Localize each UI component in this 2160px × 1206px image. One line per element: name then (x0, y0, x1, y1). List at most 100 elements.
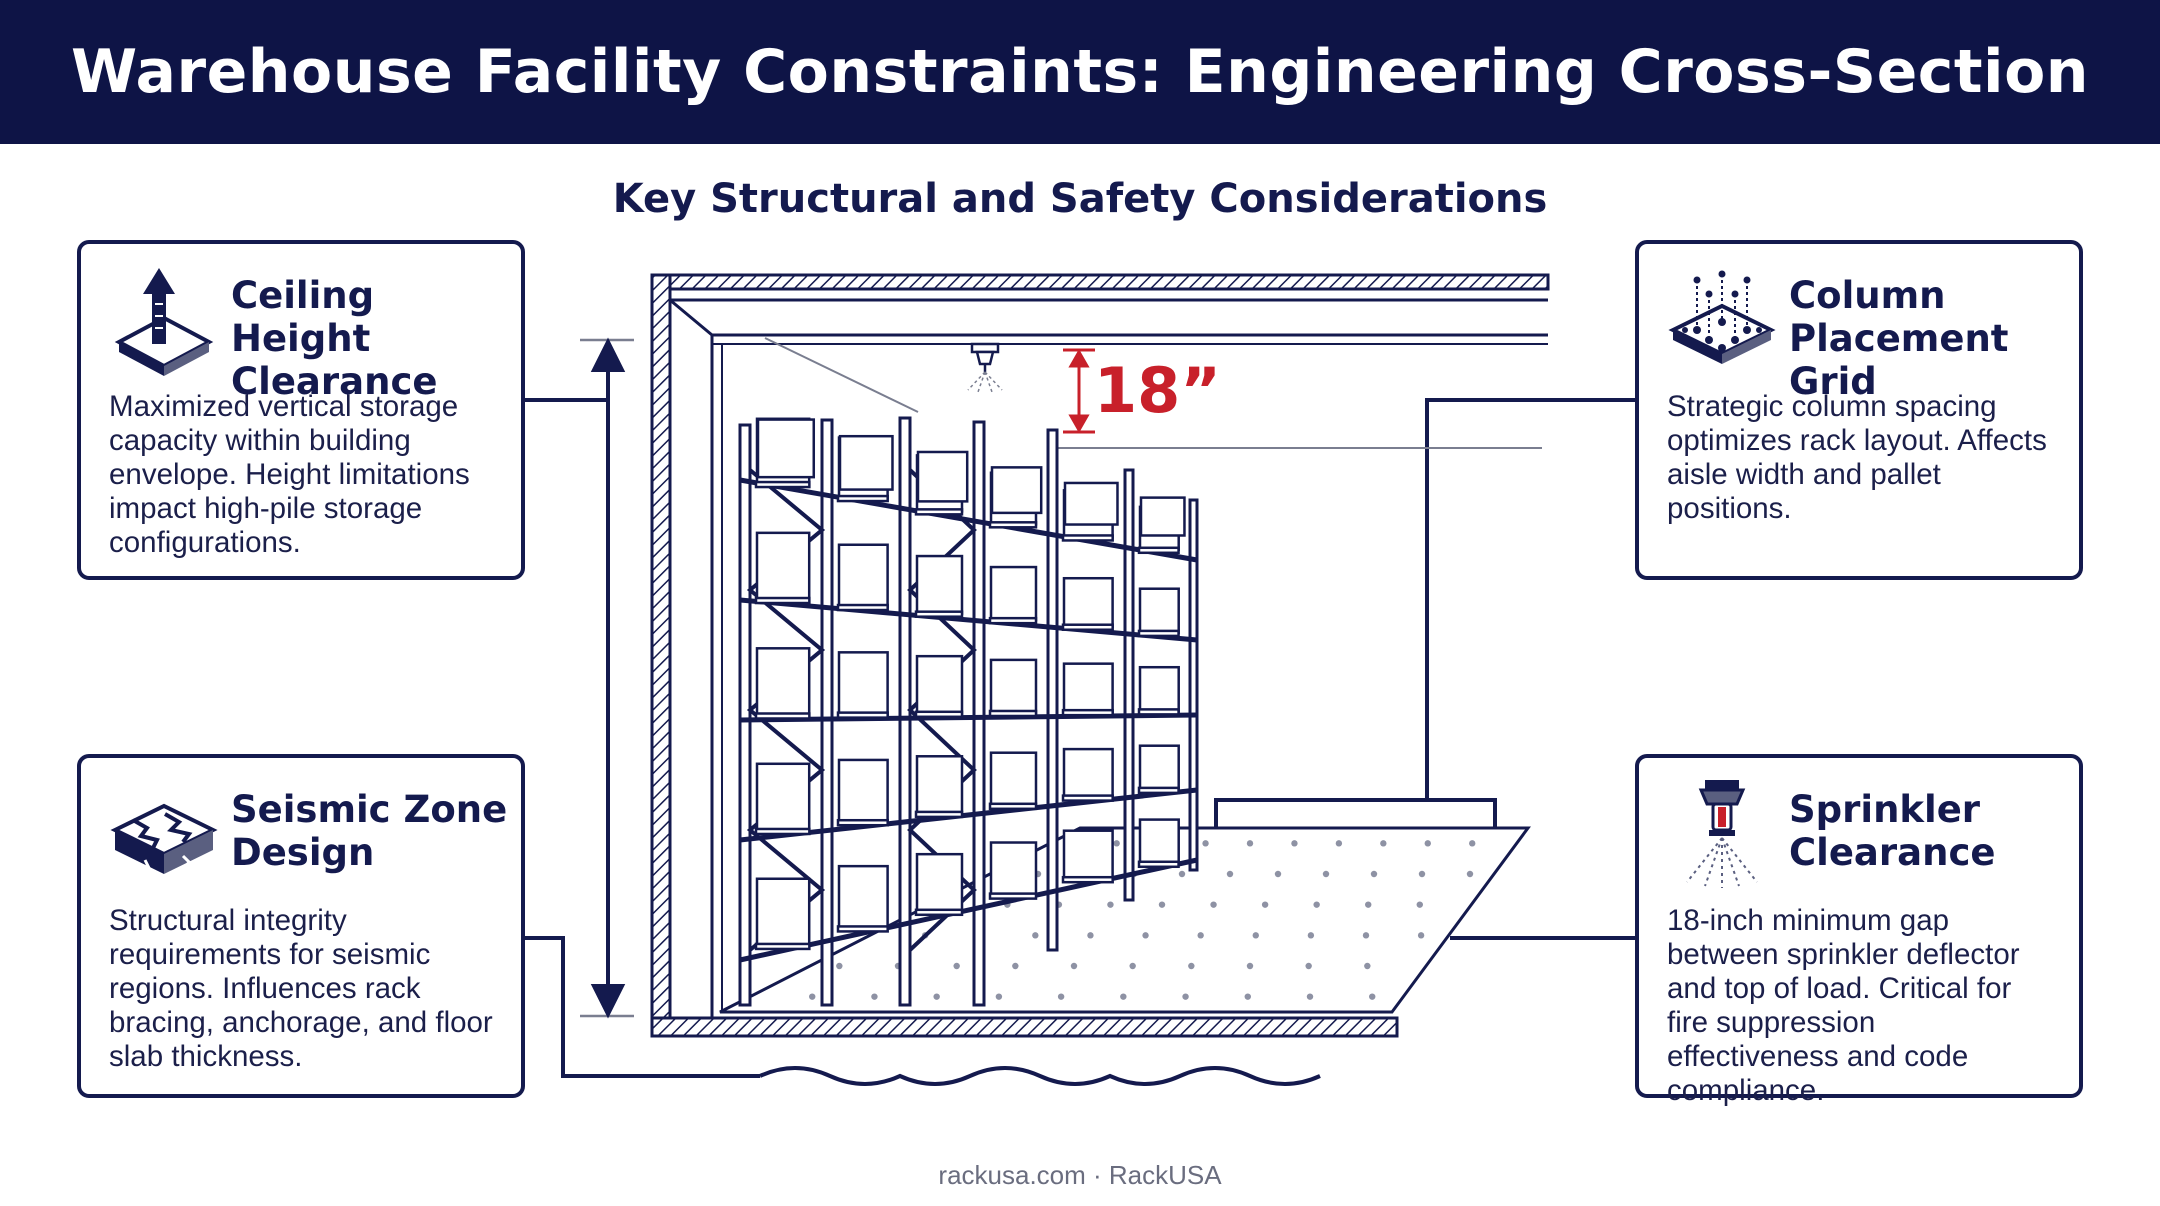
pallet-box (837, 651, 889, 716)
pallet-base (1061, 875, 1114, 884)
pallet-box (1138, 818, 1180, 866)
pallet-box (989, 565, 1038, 622)
top-stack-box (1063, 481, 1119, 526)
pallet-box (1062, 829, 1114, 881)
pallet-base (836, 925, 889, 933)
floor-dot (1417, 932, 1425, 939)
rack-beam (739, 787, 1198, 843)
floor-dot (1335, 840, 1343, 847)
ceiling-height-card: Ceiling Height Clearance Maximized verti… (77, 240, 525, 580)
floor-dot (1364, 962, 1371, 970)
pallet-box (1062, 747, 1114, 799)
pallet-box (837, 543, 889, 609)
floor-dot (1370, 870, 1378, 878)
pallet-box (1138, 744, 1180, 792)
floor-dot (1365, 901, 1372, 908)
column-grid-icon (1668, 270, 1776, 364)
rack-beam (739, 477, 1198, 563)
pallet-base (836, 603, 889, 612)
pallet-box (837, 758, 889, 824)
height-dimension (580, 337, 634, 1019)
column-placement-body: Strategic column spacing optimizes rack … (1667, 390, 2047, 525)
ceiling-height-title: Ceiling Height Clearance (231, 274, 438, 403)
sprinkler-clearance-card: Sprinkler Clearance 18-inch minimum gap … (1635, 754, 2083, 1107)
sprinkler-clearance-body: 18-inch minimum gap between sprinkler de… (1667, 904, 2020, 1107)
floor-dot (1246, 840, 1254, 847)
pallet-base (1137, 786, 1180, 795)
floor-dot (1362, 932, 1370, 939)
header-bar: Warehouse Facility Constraints: Engineer… (0, 0, 2160, 144)
floor-dot (1188, 962, 1195, 970)
top-stack-box (838, 434, 894, 491)
column-placement-card: Column Placement Grid Strategic column s… (1635, 240, 2083, 580)
pallet-base (1137, 546, 1180, 555)
seismic-zone-title: Seismic Zone Design (231, 788, 508, 874)
pallet-base (1061, 708, 1114, 717)
floor-dot (1466, 870, 1474, 878)
floor-dot (953, 962, 960, 970)
floor-dot (1322, 870, 1330, 878)
pallet-base (988, 892, 1038, 900)
floor-dot (1087, 932, 1094, 939)
top-stack-box (916, 450, 969, 503)
floor-dot (1012, 962, 1019, 970)
clearance-dimension (1063, 348, 1095, 434)
floor-dot (1469, 840, 1476, 847)
ceiling-sprinkler (967, 342, 1003, 393)
pallet-base (754, 480, 811, 489)
pallet-box (1138, 665, 1180, 713)
floor-dot (1202, 840, 1209, 847)
floor-dot (1416, 901, 1423, 908)
floor-dot (1113, 840, 1120, 847)
floor-dot (836, 962, 843, 970)
pallet-base (1137, 629, 1180, 638)
pallet-base (988, 709, 1038, 718)
floor-dot (1369, 993, 1376, 1000)
pallet-base (1137, 860, 1180, 869)
pallet-base (988, 521, 1038, 529)
floor-dot (1226, 870, 1234, 878)
sprinkler-clearance-title: Sprinkler Clearance (1789, 788, 1996, 874)
floor-dot (1313, 901, 1320, 908)
floor-dot (1210, 901, 1217, 908)
pallet-base (914, 908, 964, 917)
floor-dot (1120, 993, 1127, 1000)
floor-dot (1418, 870, 1426, 878)
pallet-base (1061, 623, 1114, 631)
floor-dot (1305, 962, 1312, 970)
pallet-base (836, 494, 889, 503)
pallet-base (988, 802, 1038, 811)
pallet-box (837, 864, 889, 930)
ground-wave-line (759, 1066, 1321, 1086)
building-walls (650, 273, 1550, 1038)
connector-lines (525, 398, 1637, 1078)
floor-dot (1424, 840, 1431, 847)
pallet-box (989, 841, 1038, 897)
pallet-base (1061, 794, 1114, 802)
top-stack-box (1139, 496, 1186, 537)
floor-dot (1158, 901, 1166, 908)
floor-dot (1178, 870, 1186, 878)
footer-source: rackusa.com · RackUSA (938, 1160, 1222, 1190)
top-stack-box (990, 466, 1043, 515)
pallet-box (755, 762, 811, 833)
floor-dot (1070, 962, 1078, 970)
warehouse-floor (719, 798, 1531, 1014)
floor-dot (1307, 932, 1315, 939)
floor-dot (1380, 840, 1387, 847)
pallet-box (915, 554, 964, 615)
floor-dot (1252, 932, 1259, 939)
rack-beam (739, 857, 1198, 963)
floor-dot (1197, 932, 1204, 939)
pallet-base (1061, 534, 1114, 542)
pallet-base (836, 818, 889, 827)
floor-dot (871, 993, 878, 1000)
pallet-box (989, 751, 1038, 808)
floor-dot (933, 993, 940, 1000)
floor-dot (1107, 901, 1114, 908)
pallet-base (914, 810, 964, 819)
floor-dot (1291, 840, 1298, 847)
floor-dot (809, 993, 816, 1000)
pallet-base (754, 596, 811, 605)
floor-dot (1142, 932, 1149, 939)
